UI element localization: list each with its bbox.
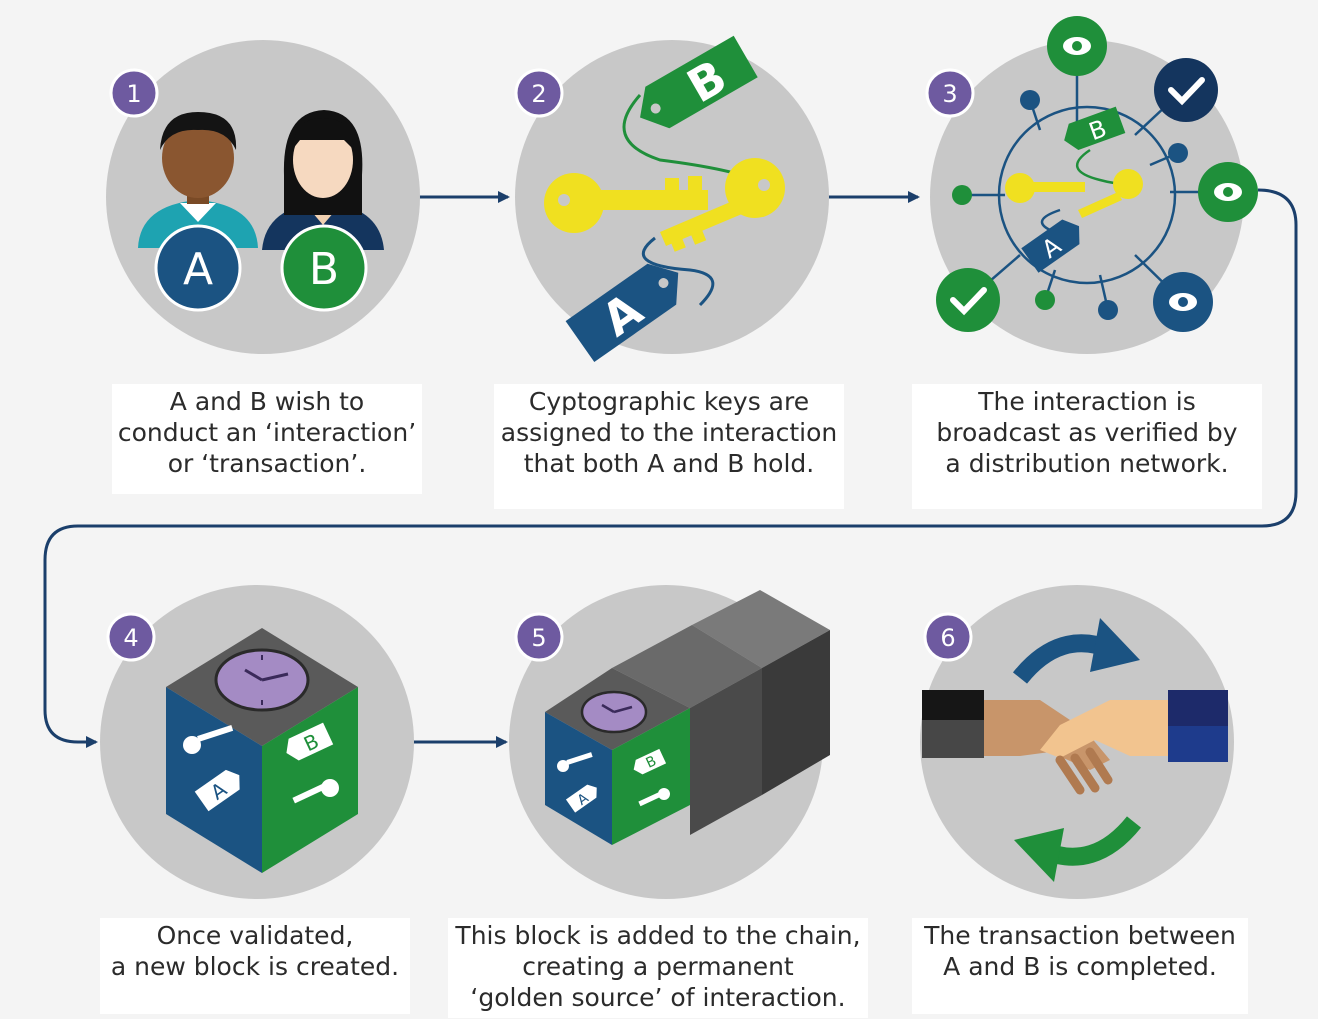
step-badge-1: 1 bbox=[109, 68, 159, 118]
clock-icon-small bbox=[580, 690, 648, 734]
caption-line: A and B is completed. bbox=[943, 952, 1217, 981]
step-badge-5: 5 bbox=[514, 612, 564, 662]
arrow-icon-top bbox=[1012, 618, 1140, 684]
key-icon-right bbox=[660, 158, 785, 252]
caption-line: ‘golden source’ of interaction. bbox=[470, 983, 846, 1012]
step-number-2: 2 bbox=[531, 80, 546, 108]
check-icon-top-right bbox=[1154, 58, 1218, 122]
step-4-caption: Once validated, a new block is created. bbox=[100, 918, 410, 1014]
step-badge-4: 4 bbox=[106, 612, 156, 662]
caption-line: or ‘transaction’. bbox=[167, 449, 367, 478]
step-6-caption: The transaction between A and B is compl… bbox=[912, 918, 1248, 1014]
key-icon-small bbox=[1005, 169, 1143, 218]
network-ring bbox=[997, 105, 1177, 285]
step-badge-2: 2 bbox=[514, 68, 564, 118]
caption-line: A and B wish to bbox=[169, 387, 365, 416]
caption-line: The interaction is bbox=[978, 387, 1196, 416]
arrow-icon-bottom bbox=[1014, 816, 1142, 882]
step-badge-6: 6 bbox=[923, 612, 973, 662]
block-left-face bbox=[545, 712, 612, 845]
step-3-caption: The interaction is broadcast as verified… bbox=[912, 384, 1262, 509]
step-6-illustration bbox=[922, 618, 1228, 882]
step-number-3: 3 bbox=[942, 80, 957, 108]
caption-line: a new block is created. bbox=[110, 952, 400, 981]
tag-a-badge: A bbox=[154, 224, 242, 312]
key-icon-left bbox=[544, 173, 708, 233]
arrow-3-to-4 bbox=[43, 188, 1298, 748]
check-icon-bottom-left bbox=[936, 268, 1000, 332]
step-1-illustration: A B bbox=[138, 110, 384, 312]
step-badge-3: 3 bbox=[925, 68, 975, 118]
caption-line: that both A and B hold. bbox=[523, 449, 815, 478]
key-icon-cube-right bbox=[292, 779, 339, 804]
step-1-caption: A and B wish to conduct an ‘interaction’… bbox=[112, 384, 422, 494]
cube-right-face bbox=[262, 687, 358, 873]
step-5-illustration: A B bbox=[545, 590, 830, 845]
caption-line: assigned to the interaction bbox=[500, 418, 838, 447]
step-2-caption: Cyptographic keys are assigned to the in… bbox=[494, 384, 844, 509]
caption-line: This block is added to the chain, bbox=[455, 921, 861, 950]
caption-line: creating a permanent bbox=[522, 952, 794, 981]
tag-b-label: B bbox=[309, 244, 339, 295]
person-a-icon bbox=[138, 112, 258, 248]
tag-b-badge: B bbox=[280, 224, 368, 312]
caption-line: Cyptographic keys are bbox=[528, 387, 810, 416]
tag-b-icon-small: B bbox=[1064, 106, 1126, 151]
step-number-5: 5 bbox=[531, 624, 546, 652]
tag-a-label: A bbox=[183, 244, 213, 295]
step-3-circle bbox=[930, 40, 1244, 354]
block-right-face bbox=[612, 708, 690, 845]
caption-line: Once validated, bbox=[156, 921, 354, 950]
caption-line: a distribution network. bbox=[945, 449, 1229, 478]
caption-line: broadcast as verified by bbox=[936, 418, 1238, 447]
caption-line: conduct an ‘interaction’ bbox=[117, 418, 417, 447]
eye-icon-right bbox=[1198, 162, 1258, 222]
key-icon-cube-left bbox=[183, 725, 234, 754]
clock-icon bbox=[214, 648, 310, 712]
eye-icon-bottom-right bbox=[1153, 272, 1213, 332]
step-5-caption: This block is added to the chain, creati… bbox=[448, 918, 868, 1018]
step-number-6: 6 bbox=[940, 624, 955, 652]
tag-b-icon-cube: B bbox=[286, 722, 334, 761]
handshake-icon bbox=[922, 690, 1228, 795]
caption-line: The transaction between bbox=[924, 921, 1236, 950]
step-number-4: 4 bbox=[123, 624, 138, 652]
step-number-1: 1 bbox=[126, 80, 141, 108]
step-2-illustration: B A bbox=[544, 35, 785, 363]
step-3-illustration: B A bbox=[936, 16, 1258, 332]
eye-icon-top bbox=[1047, 16, 1107, 76]
flow-connectors bbox=[43, 188, 1298, 748]
step-4-illustration: A B bbox=[166, 628, 358, 873]
